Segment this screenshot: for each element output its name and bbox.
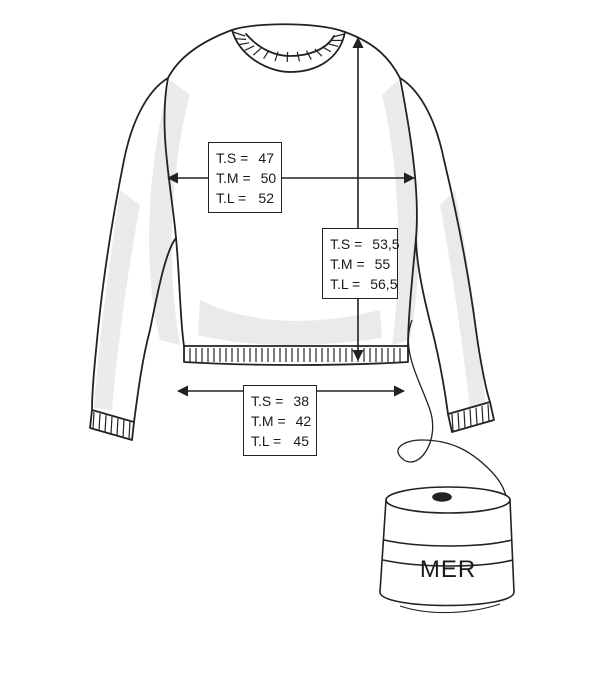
right-sleeve	[399, 77, 491, 415]
measurement-row: T.L =56,5	[330, 276, 398, 292]
sweater-shading	[94, 80, 486, 410]
rib-line	[263, 49, 270, 60]
sweater-outline	[89, 23, 495, 441]
rib-line	[274, 51, 279, 62]
rib-line	[321, 46, 332, 53]
rib-line	[296, 51, 301, 62]
spool-label: MER	[419, 556, 477, 583]
rib-line	[122, 419, 125, 438]
collar-inner	[245, 33, 335, 57]
measurement-row: T.M =55	[330, 256, 391, 272]
body-length-box: T.S =53,5 T.M =55 T.L =56,5	[322, 228, 400, 299]
rib-line	[116, 418, 119, 436]
yarn-thread	[397, 319, 508, 521]
rib-line	[234, 37, 247, 41]
rib-line	[327, 43, 339, 48]
rib-line	[475, 407, 478, 425]
right-cuff	[447, 401, 495, 433]
measurement-row: T.L =52	[216, 190, 274, 206]
measurement-row: T.S =47	[216, 150, 274, 166]
rib-line	[314, 48, 323, 57]
measurement-row: T.M =50	[216, 170, 277, 186]
collar-outer	[231, 23, 346, 73]
hem-width-box: T.S =38 T.M =42 T.L =45	[243, 385, 317, 456]
rib-line	[305, 50, 312, 60]
rib-line	[98, 413, 101, 431]
hem-rib	[183, 345, 409, 366]
left-cuff	[89, 409, 135, 441]
rib-line	[238, 42, 250, 46]
rib-line	[481, 405, 484, 424]
measurement-row: T.S =53,5	[330, 236, 400, 252]
rib-line	[104, 415, 107, 433]
rib-line	[463, 410, 466, 428]
yarn-spool	[379, 486, 515, 614]
measurement-row: T.M =42	[251, 413, 312, 429]
left-sleeve	[91, 77, 177, 423]
rib-line	[332, 33, 346, 38]
rib-line	[232, 31, 246, 37]
rib-line	[252, 47, 262, 56]
rib-line	[92, 411, 95, 430]
rib-texture	[92, 31, 490, 439]
rib-line	[110, 416, 113, 434]
rib-line	[244, 45, 255, 51]
rib-line	[128, 421, 131, 439]
rib-line	[469, 409, 472, 427]
measurement-row: T.S =38	[251, 393, 309, 409]
rib-line	[451, 413, 454, 432]
measurement-row: T.L =45	[251, 433, 309, 449]
rib-line	[487, 404, 490, 422]
chest-width-box: T.S =47 T.M =50 T.L =52	[208, 142, 282, 213]
rib-line	[457, 412, 460, 430]
